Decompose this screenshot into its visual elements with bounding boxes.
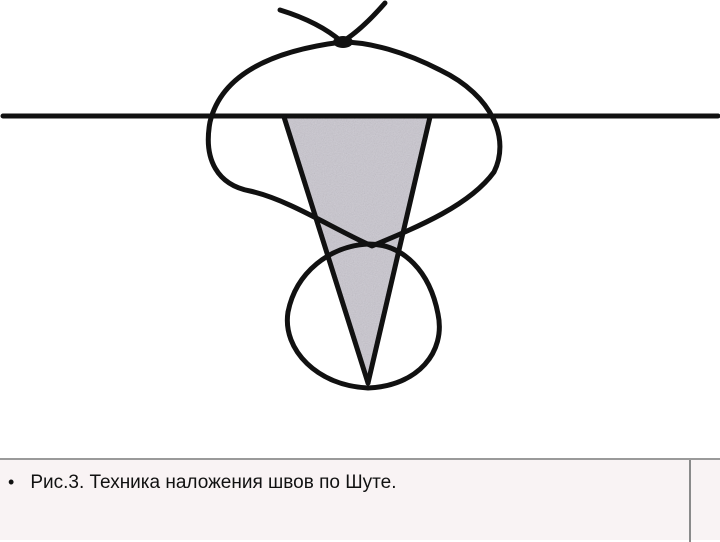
lower-suture-loop — [284, 241, 442, 391]
knot-tail-left — [277, 7, 345, 45]
suture-knot — [333, 36, 353, 48]
wedge-left-edge — [281, 114, 371, 386]
knot-tail-right — [339, 0, 388, 45]
wound-wedge — [284, 117, 430, 380]
suture-diagram — [0, 0, 720, 391]
caption-row: • Рис.3. Техника наложения швов по Шуте. — [8, 472, 396, 494]
bullet-icon: • — [8, 472, 15, 492]
figure-caption: Рис.3. Техника наложения швов по Шуте. — [30, 472, 397, 493]
caption-divider — [689, 460, 691, 542]
caption-box: • Рис.3. Техника наложения швов по Шуте. — [0, 458, 720, 542]
